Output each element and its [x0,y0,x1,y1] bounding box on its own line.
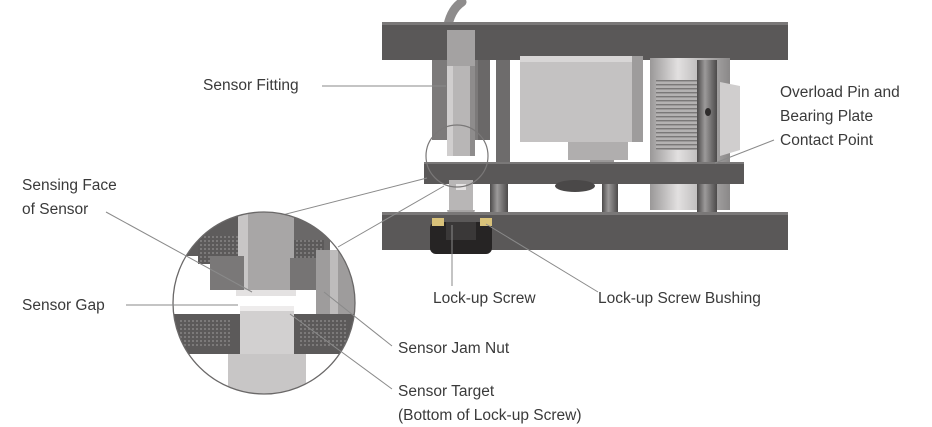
zoom-detail [172,211,356,395]
spring-coil [656,80,698,150]
label-lockup-screw: Lock-up Screw [433,290,536,307]
label-sensor-jam-nut: Sensor Jam Nut [398,340,510,357]
bearing-plate [424,162,744,184]
label-sensing-face-2: of Sensor [22,201,88,218]
zoom-sensing-face [236,290,296,296]
load-cell-block [520,56,643,142]
label-sensor-target-1: Sensor Target [398,383,495,400]
leader-jam-nut [323,291,393,347]
leader-sensing-face [105,211,253,293]
zoom-connector-lower [337,185,445,248]
label-lockup-screw-bushing: Lock-up Screw Bushing [598,290,761,307]
leader-lockup-bushing [485,223,599,293]
label-sensor-fitting: Sensor Fitting [203,77,299,94]
load-cell-assembly [382,0,788,254]
detail-marker-circle [425,124,489,188]
leader-overload-pin [714,139,775,164]
label-overload-pin-3: Contact Point [780,132,874,149]
label-overload-pin-2: Bearing Plate [780,108,873,125]
label-overload-pin-1: Overload Pin and [780,84,900,101]
label-sensor-target-2: (Bottom of Lock-up Screw) [398,407,581,424]
left-column [496,60,510,163]
sensor-fitting [447,30,475,66]
zoom-circle-outline [172,211,356,395]
label-sensing-face-1: Sensing Face [22,177,117,194]
label-sensor-gap: Sensor Gap [22,297,105,314]
leader-sensor-target [289,313,393,390]
top-plate [382,22,788,60]
